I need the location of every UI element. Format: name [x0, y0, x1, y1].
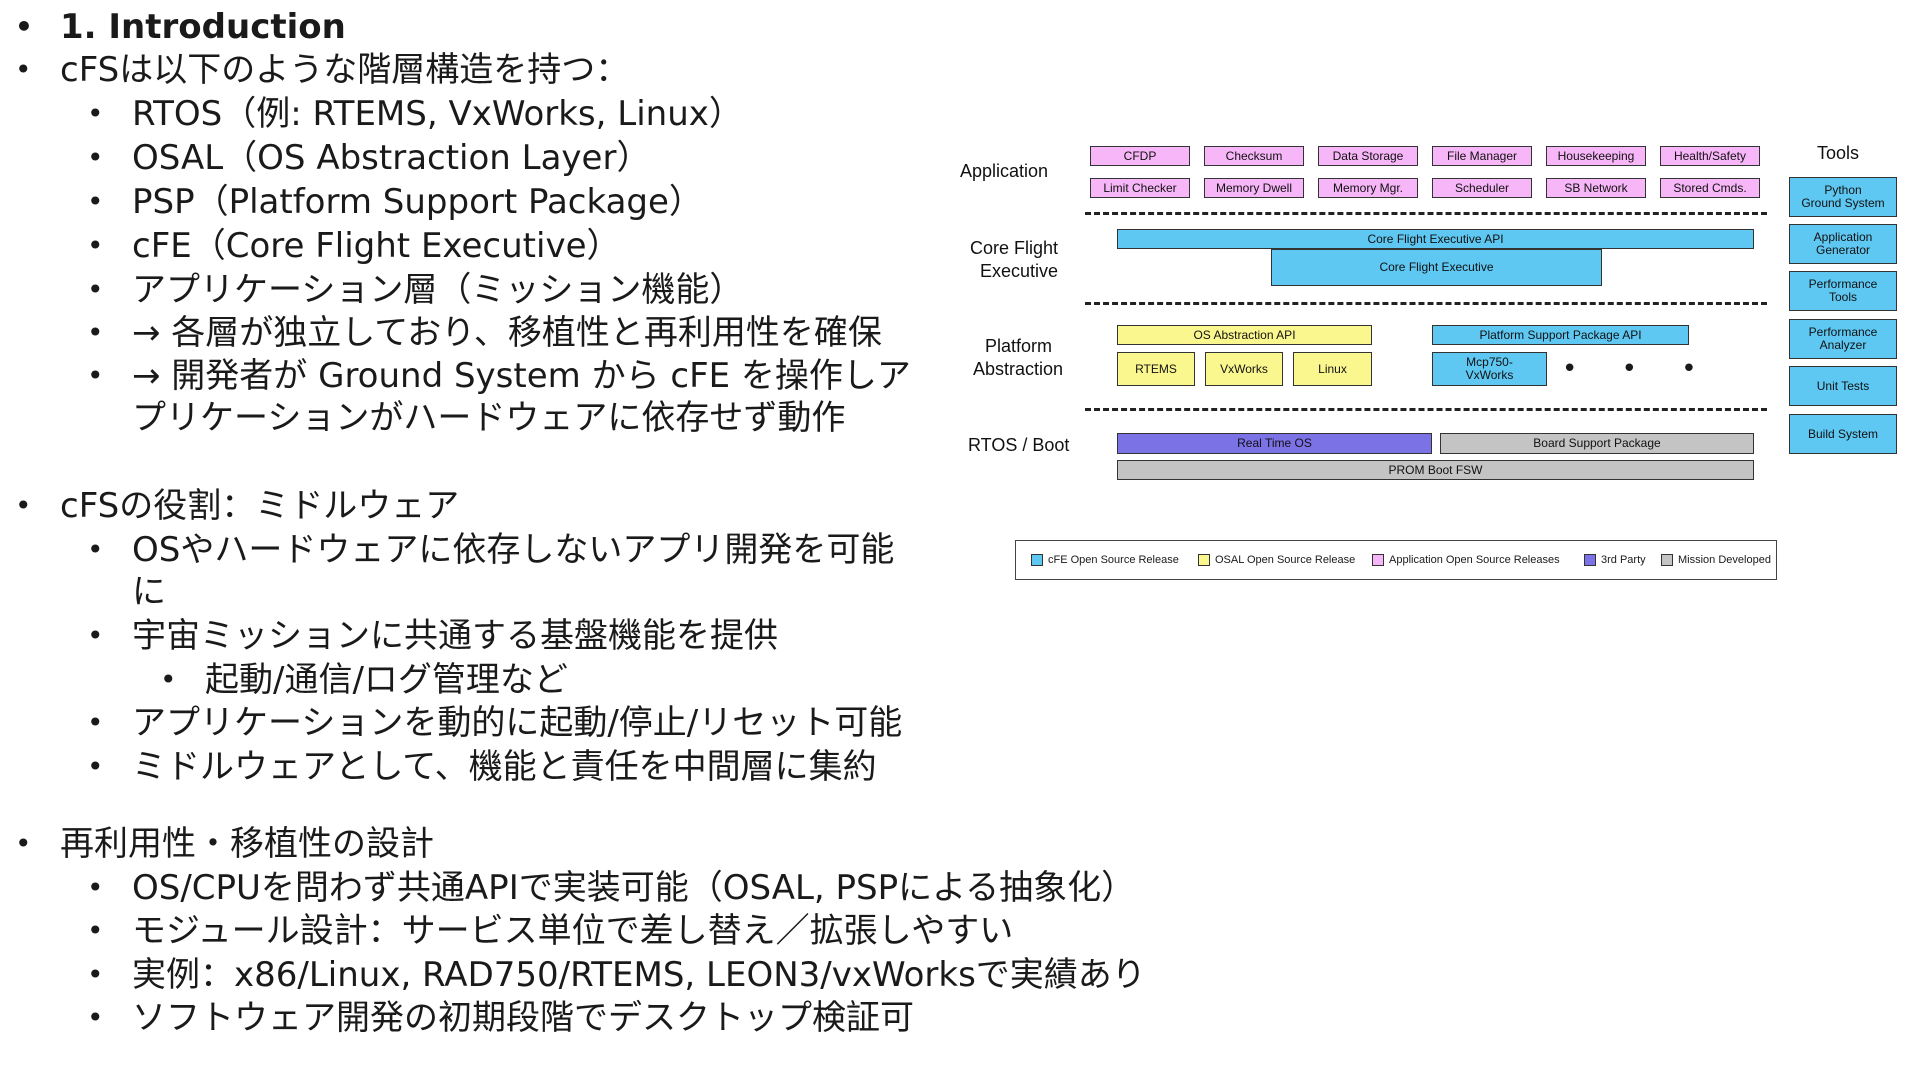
app-box: Stored Cmds. — [1660, 178, 1760, 198]
bullet-l2: •OS/CPUを問わず共通APIで実装可能（OSAL, PSPによる抽象化） — [87, 868, 1136, 908]
layer-label-cfe-2: Executive — [980, 261, 1059, 281]
os-box: VxWorks — [1205, 352, 1283, 386]
legend-swatch — [1661, 554, 1673, 566]
bullet-l1: •cFSの役割：ミドルウェア — [15, 486, 460, 526]
slide-title-text: 1. Introduction — [60, 7, 346, 47]
layer-label-platform-2: Abstraction — [973, 359, 1064, 379]
osal-api-box: OS Abstraction API — [1117, 325, 1372, 345]
legend-swatch — [1198, 554, 1210, 566]
app-box: Scheduler — [1432, 178, 1532, 198]
bullet-l1: •cFSは以下のような階層構造を持つ： — [15, 50, 630, 90]
app-box: Memory Dwell — [1204, 178, 1304, 198]
bullet-l2: •ソフトウェア開発の初期段階でデスクトップ検証可 — [87, 998, 914, 1038]
bullet-l2: •RTOS（例: RTEMS, VxWorks, Linux） — [87, 94, 743, 134]
legend: cFE Open Source Release OSAL Open Source… — [1015, 540, 1777, 580]
tools-title: Tools — [1817, 143, 1860, 163]
bullet-l2-cont: に — [132, 572, 166, 612]
app-box: Memory Mgr. — [1318, 178, 1418, 198]
tool-box: Unit Tests — [1789, 366, 1897, 406]
bullet-l3: •起動/通信/ログ管理など — [160, 660, 568, 700]
layer-divider — [1085, 302, 1767, 305]
prom-box: PROM Boot FSW — [1117, 460, 1754, 480]
legend-item: Mission Developed — [1661, 554, 1771, 566]
bullet-l2: •OSAL（OS Abstraction Layer） — [87, 138, 651, 178]
bullet-l2: •アプリケーション層（ミッション機能） — [87, 270, 744, 310]
tool-box: Build System — [1789, 414, 1897, 454]
cfe-box: Core Flight Executive — [1271, 249, 1602, 286]
app-box: Checksum — [1204, 146, 1304, 166]
app-box: Limit Checker — [1090, 178, 1190, 198]
bsp-box: Board Support Package — [1440, 433, 1754, 454]
cfe-api-box: Core Flight Executive API — [1117, 229, 1754, 249]
app-box: CFDP — [1090, 146, 1190, 166]
psp-item-line-1: Mcp750- — [1466, 355, 1513, 369]
bullet-l2: •実例：x86/Linux, RAD750/RTEMS, LEON3/vxWor… — [87, 955, 1146, 995]
bullet-l1: •再利用性・移植性の設計 — [15, 824, 434, 864]
app-box: File Manager — [1432, 146, 1532, 166]
app-box: Health/Safety — [1660, 146, 1760, 166]
layer-divider — [1085, 212, 1767, 215]
bullet-l2: •宇宙ミッションに共通する基盤機能を提供 — [87, 616, 778, 656]
legend-item: Application Open Source Releases — [1372, 554, 1560, 566]
bullet-l2: •cFE（Core Flight Executive） — [87, 226, 621, 266]
bullet-l2: •OSやハードウェアに依存しないアプリ開発を可能 — [87, 530, 895, 570]
bullet-l2: •→ 開発者が Ground System から cFE を操作しア — [87, 356, 911, 396]
bullet-l2: •ミドルウェアとして、機能と責任を中間層に集約 — [87, 747, 877, 787]
psp-item-box: Mcp750- VxWorks — [1432, 352, 1547, 386]
layer-label-cfe-1: Core Flight — [970, 238, 1059, 258]
bullet-l2: •→ 各層が独立しており、移植性と再利用性を確保 — [87, 313, 882, 353]
app-box: Housekeeping — [1546, 146, 1646, 166]
bullet-l2-cont: プリケーションがハードウェアに依存せず動作 — [132, 398, 846, 438]
layer-label-application: Application — [960, 161, 1049, 181]
psp-item-line-2: VxWorks — [1465, 368, 1514, 382]
legend-swatch — [1372, 554, 1384, 566]
rtos-box: Real Time OS — [1117, 433, 1432, 454]
bullet-l2: •モジュール設計：サービス単位で差し替え／拡張しやすい — [87, 911, 1014, 951]
bullet-l2: •PSP（Platform Support Package） — [87, 182, 703, 222]
slide-title: •1. Introduction — [15, 7, 346, 47]
app-box: SB Network — [1546, 178, 1646, 198]
layer-label-platform-1: Platform — [985, 336, 1053, 356]
bullet-l2: •アプリケーションを動的に起動/停止/リセット可能 — [87, 703, 903, 743]
layer-divider — [1085, 408, 1767, 411]
legend-item: OSAL Open Source Release — [1198, 554, 1355, 566]
os-box: Linux — [1293, 352, 1372, 386]
os-box: RTEMS — [1117, 352, 1195, 386]
app-box: Data Storage — [1318, 146, 1418, 166]
ellipsis: • • • — [1562, 354, 1715, 384]
legend-item: 3rd Party — [1584, 554, 1646, 566]
legend-item: cFE Open Source Release — [1031, 554, 1179, 566]
layer-label-rtos: RTOS / Boot — [968, 435, 1070, 455]
psp-api-box: Platform Support Package API — [1432, 325, 1689, 345]
legend-swatch — [1031, 554, 1043, 566]
legend-swatch — [1584, 554, 1596, 566]
